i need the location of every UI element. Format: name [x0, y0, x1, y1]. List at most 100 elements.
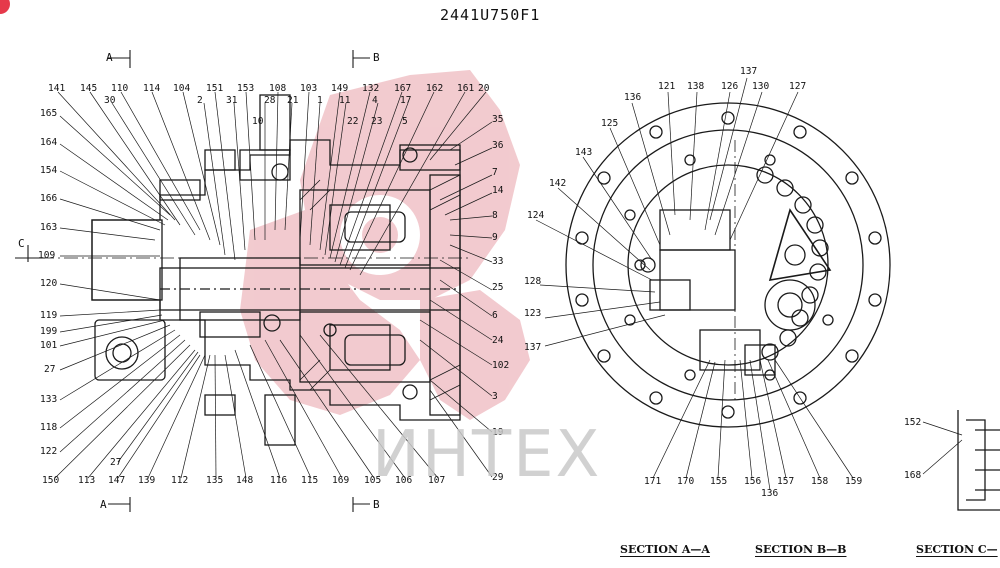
callout-161: 161	[457, 83, 474, 94]
marker-b-bottom: B	[373, 498, 380, 511]
drawing-number: 2441U750F1	[440, 6, 541, 24]
callout-159: 159	[845, 476, 862, 487]
callout-107: 107	[428, 475, 445, 486]
callout-105: 105	[364, 475, 381, 486]
callout-151: 151	[206, 83, 223, 94]
callout-36: 36	[492, 140, 504, 151]
callout-165: 165	[40, 108, 57, 119]
callout-9: 9	[492, 232, 498, 243]
callout-133: 133	[40, 394, 57, 405]
callout-22: 22	[347, 116, 358, 127]
main-section-view	[40, 94, 470, 446]
callout-104: 104	[173, 83, 190, 94]
callout-21: 21	[287, 95, 299, 106]
callout-115: 115	[301, 475, 318, 486]
callout-10: 10	[252, 116, 264, 127]
callout-25: 25	[492, 282, 503, 293]
callout-157: 157	[777, 476, 794, 487]
callout-153: 153	[237, 83, 254, 94]
callout-7: 7	[492, 167, 498, 178]
callout-24: 24	[492, 335, 504, 346]
marker-b-top: B	[373, 51, 380, 64]
callout-35: 35	[492, 114, 503, 125]
callout-14: 14	[492, 185, 504, 196]
callout-108: 108	[269, 83, 286, 94]
callout-1: 1	[317, 95, 323, 106]
marker-a-bottom: A	[100, 498, 107, 511]
callout-145: 145	[80, 83, 97, 94]
callout-150: 150	[42, 475, 59, 486]
callout-141: 141	[48, 83, 65, 94]
callout-147: 147	[108, 475, 125, 486]
callout-19: 19	[492, 427, 504, 438]
callout-135: 135	[206, 475, 223, 486]
callout-168: 168	[904, 470, 921, 481]
callout-106: 106	[395, 475, 412, 486]
callout-4: 4	[372, 95, 378, 106]
callout-139: 139	[138, 475, 155, 486]
marker-a-top: A	[106, 51, 113, 64]
callout-138: 138	[687, 81, 704, 92]
callout-109: 109	[38, 250, 55, 261]
callout-169: 169	[332, 475, 349, 486]
callout-101: 101	[40, 340, 57, 351]
watermark-text: ИНТЕХ	[372, 418, 602, 492]
callout-136: 136	[761, 488, 778, 499]
callout-163: 163	[40, 222, 57, 233]
callout-5: 5	[402, 116, 408, 127]
callout-126: 126	[721, 81, 738, 92]
callout-127: 127	[789, 81, 806, 92]
callout-8: 8	[492, 210, 498, 221]
watermark-logo	[240, 70, 530, 420]
callout-199: 199	[40, 326, 57, 337]
callout-164: 164	[40, 137, 57, 148]
bolt-holes	[575, 111, 882, 419]
callout-28: 28	[264, 95, 276, 106]
callout-116: 116	[270, 475, 287, 486]
callout-30: 30	[104, 95, 116, 106]
callout-166: 166	[40, 193, 57, 204]
callout-155: 155	[710, 476, 727, 487]
callout-3: 3	[492, 391, 498, 402]
callout-158: 158	[811, 476, 828, 487]
callout-33: 33	[492, 256, 503, 267]
callout-137: 137	[740, 66, 757, 77]
callout-103: 103	[300, 83, 317, 94]
section-c-view	[957, 410, 1000, 511]
callout-156: 156	[744, 476, 761, 487]
callout-27: 27	[110, 457, 121, 468]
section-letters: A B C A B	[18, 51, 380, 511]
section-title-c: SECTION C—	[916, 543, 998, 556]
callout-170: 170	[677, 476, 694, 487]
callout-114: 114	[143, 83, 160, 94]
callout-136: 136	[624, 92, 641, 103]
callout-154: 154	[40, 165, 57, 176]
callout-149: 149	[331, 83, 348, 94]
callout-142: 142	[549, 178, 566, 189]
callout-6: 6	[492, 310, 498, 321]
callout-171: 171	[644, 476, 661, 487]
callout-152: 152	[904, 417, 921, 428]
callout-143: 143	[575, 147, 592, 158]
callout-128: 128	[524, 276, 541, 287]
callout-120: 120	[40, 278, 57, 289]
callout-137: 137	[524, 342, 541, 353]
callout-121: 121	[658, 81, 675, 92]
callout-110: 110	[111, 83, 128, 94]
callout-148: 148	[236, 475, 253, 486]
corner-marker	[0, 0, 10, 14]
callout-123: 123	[524, 308, 541, 319]
callout-23: 23	[371, 116, 382, 127]
section-markers	[15, 50, 370, 512]
callout-167: 167	[394, 83, 411, 94]
callout-112: 112	[171, 475, 188, 486]
callout-29: 29	[492, 472, 504, 483]
section-title-a: SECTION A—A	[620, 543, 710, 556]
callout-102: 102	[492, 360, 509, 371]
callout-132: 132	[362, 83, 379, 94]
callout-130: 130	[752, 81, 769, 92]
callout-27: 27	[44, 364, 55, 375]
leader-lines	[54, 77, 963, 491]
